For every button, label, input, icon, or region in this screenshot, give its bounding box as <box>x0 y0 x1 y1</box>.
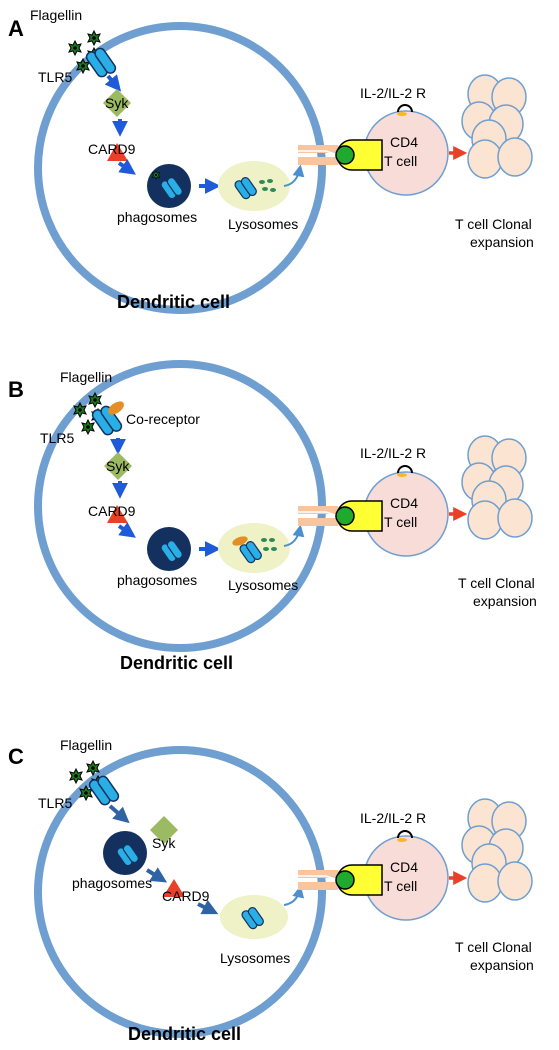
peptide-fragment <box>267 179 273 183</box>
coreceptor-icon <box>108 401 124 415</box>
card9-label: CARD9 <box>162 888 210 904</box>
syk-icon <box>104 452 132 480</box>
flagellin-label: Flagellin <box>60 737 112 753</box>
lysosomes-label: Lysosomes <box>228 216 298 232</box>
clonal-label-2: expansion <box>473 593 537 609</box>
dendritic-cell-title: Dendritic cell <box>120 653 233 673</box>
antigen-peptide <box>335 145 355 165</box>
syk-icon <box>150 816 178 844</box>
card9-icon <box>107 143 128 161</box>
card9-label: CARD9 <box>88 503 136 519</box>
cd4-label: CD4 <box>390 859 418 875</box>
panel-b: B Flagellin Co-receptor TLR5 Syk CARD9 p… <box>8 360 537 673</box>
antigen-peptide <box>335 870 355 890</box>
panel-c: C Flagellin TLR5 phagosomes Syk CARD9 Ly… <box>8 737 534 1044</box>
peptide-fragment <box>263 547 269 551</box>
syk-label: Syk <box>152 835 176 851</box>
peptide-fragment <box>259 180 265 184</box>
peptide-fragment <box>262 187 268 191</box>
presentation-arrow <box>283 885 305 906</box>
il2-autocrine-loop <box>397 830 413 839</box>
tlr5-label: TLR5 <box>40 430 74 446</box>
peptide-fragment <box>269 538 275 542</box>
lysosomes-label: Lysosomes <box>228 577 298 593</box>
clonal-label-2: expansion <box>470 957 534 973</box>
cd4-label: CD4 <box>390 495 418 511</box>
signal-arrow <box>145 867 168 883</box>
syk-label: Syk <box>105 95 129 111</box>
coreceptor-label: Co-receptor <box>126 411 200 427</box>
lysosomes-label: Lysosomes <box>220 950 290 966</box>
clonal-t-cells <box>461 435 533 540</box>
flagellin-icon <box>69 768 83 784</box>
panel-a: A Flagellin TLR5 Syk CARD9 phagosomes Ly… <box>8 7 534 314</box>
clonal-t-cells <box>461 798 533 903</box>
flagellin-icon <box>81 419 95 435</box>
flagellin-icon <box>87 30 101 46</box>
antigen-peptide <box>335 506 355 526</box>
peptide-fragment <box>261 538 267 542</box>
phagosomes-label: phagosomes <box>117 209 197 225</box>
card9-label: CARD9 <box>88 141 136 157</box>
signal-arrow <box>104 74 122 92</box>
il2-autocrine-loop <box>397 465 413 474</box>
peptide-fragment <box>271 547 277 551</box>
tlr5-label: TLR5 <box>38 69 72 85</box>
dendritic-cell-title: Dendritic cell <box>117 292 230 312</box>
il2-cytokine <box>397 473 407 477</box>
t-cell-label: T cell <box>384 514 417 530</box>
panel-letter: B <box>8 377 24 402</box>
flagellin-label: Flagellin <box>60 369 112 385</box>
clonal-t-cells <box>461 74 533 179</box>
phagosomes-label: phagosomes <box>117 572 197 588</box>
il2-autocrine-loop <box>397 104 413 113</box>
dendritic-cell-membrane <box>34 746 326 1038</box>
transport-arrow <box>197 899 219 915</box>
il2-label: IL-2/IL-2 R <box>360 85 426 101</box>
internalization-arrow <box>108 804 130 824</box>
t-cell-label: T cell <box>384 878 417 894</box>
il2-cytokine <box>397 838 407 842</box>
clonal-label-1: T cell Clonal <box>455 939 532 955</box>
il2-label: IL-2/IL-2 R <box>360 810 426 826</box>
peptide-fragment <box>270 188 276 192</box>
flagellin-icon <box>68 40 82 56</box>
coreceptor-fragment <box>232 536 248 546</box>
card9-icon <box>107 505 128 523</box>
flagellin-label: Flagellin <box>30 7 82 23</box>
syk-icon <box>103 89 131 117</box>
clonal-label-1: T cell Clonal <box>458 575 535 591</box>
cd4-label: CD4 <box>390 134 418 150</box>
presentation-arrow <box>283 164 305 187</box>
dendritic-cell-membrane <box>34 22 326 314</box>
tlr5-label: TLR5 <box>38 795 72 811</box>
presentation-arrow <box>283 524 305 547</box>
panel-letter: C <box>8 744 24 769</box>
phagosomes-label: phagosomes <box>72 875 152 891</box>
clonal-label-1: T cell Clonal <box>455 216 532 232</box>
syk-label: Syk <box>106 458 130 474</box>
clonal-label-2: expansion <box>470 234 534 250</box>
t-cell-label: T cell <box>384 153 417 169</box>
card9-icon <box>163 879 185 897</box>
panel-letter: A <box>8 16 24 41</box>
signal-arrow <box>117 159 136 175</box>
signal-arrow <box>117 522 136 538</box>
dendritic-cell-title: Dendritic cell <box>128 1024 241 1044</box>
il2-cytokine <box>397 112 407 116</box>
il2-label: IL-2/IL-2 R <box>360 445 426 461</box>
